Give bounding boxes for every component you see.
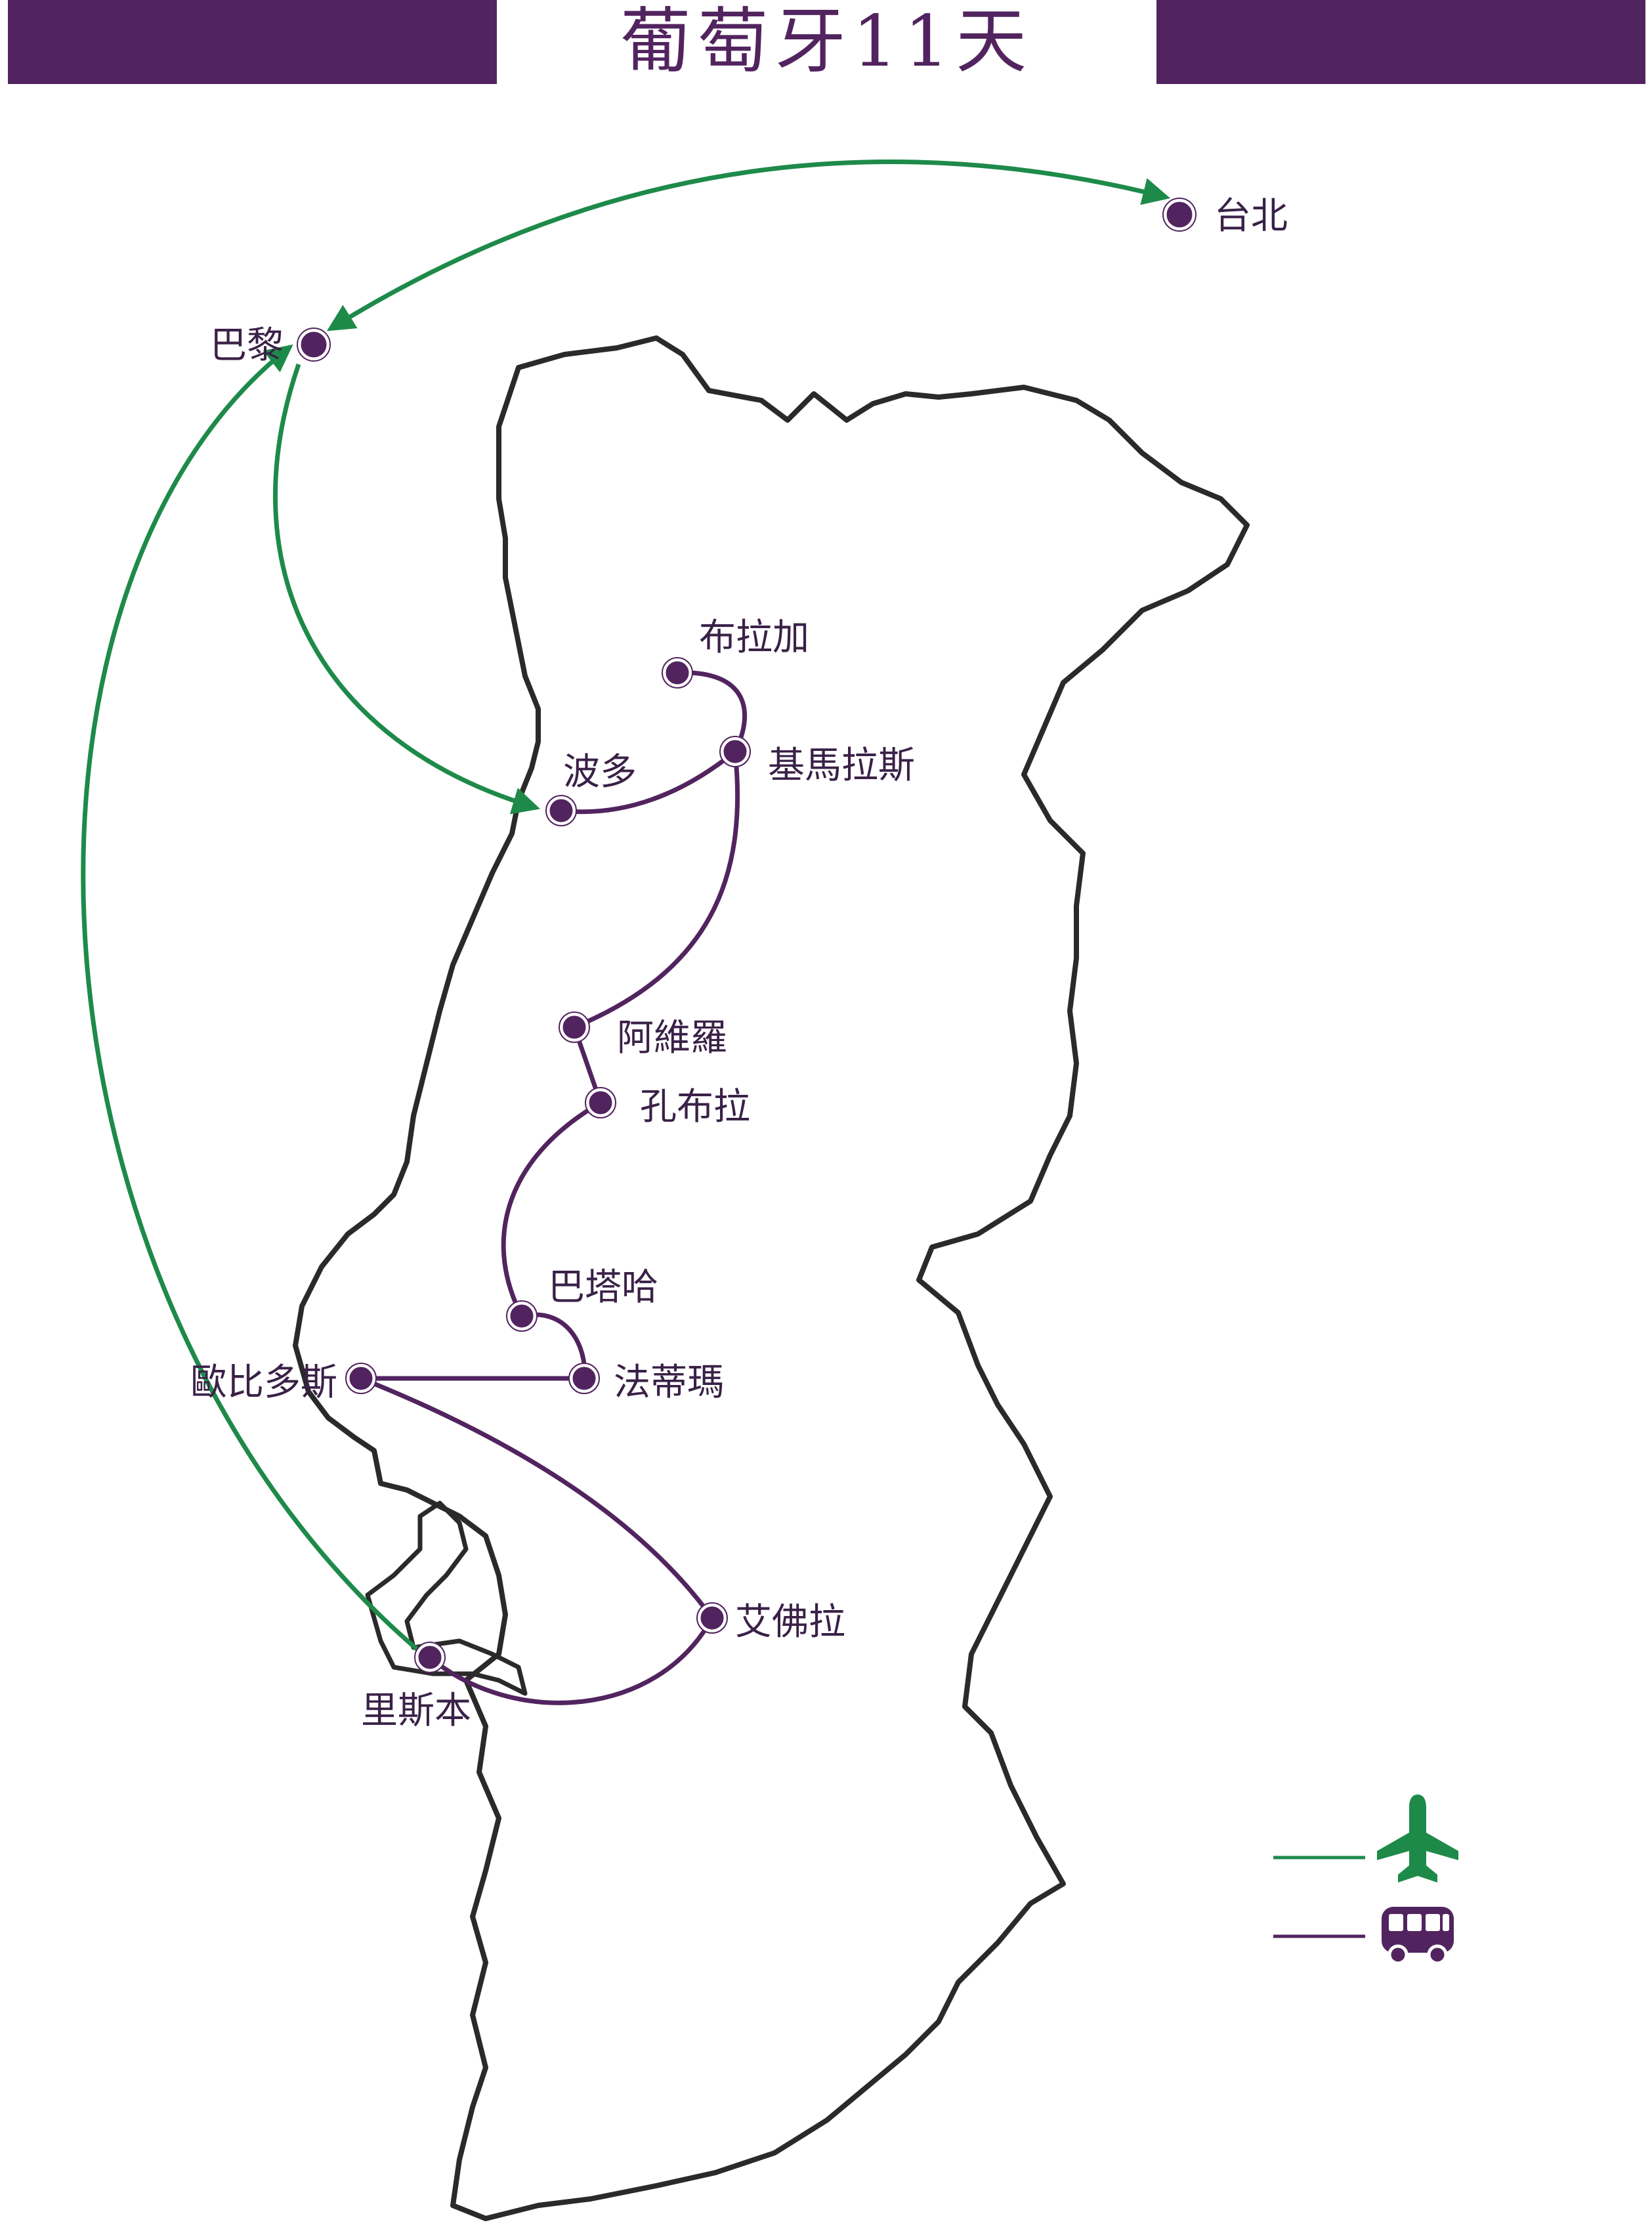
city-label-fatima: 法蒂瑪 bbox=[614, 1361, 724, 1404]
city-marker-evora bbox=[696, 1602, 728, 1634]
city-label-aveiro: 阿維羅 bbox=[617, 1017, 727, 1059]
city-marker-lisbon bbox=[414, 1642, 446, 1673]
bus-route-guimaraes-porto bbox=[561, 750, 737, 815]
city-label-evora: 艾佛拉 bbox=[735, 1601, 845, 1644]
city-marker-aveiro bbox=[559, 1011, 590, 1043]
bus-route-evora-lisbon bbox=[428, 1617, 715, 1705]
city-label-porto: 波多 bbox=[563, 751, 637, 794]
bus-icon bbox=[1382, 1907, 1454, 1965]
page-title: 葡萄牙11天 bbox=[620, 1, 1034, 83]
city-marker-fatima bbox=[568, 1363, 600, 1394]
city-marker-batalha bbox=[506, 1300, 538, 1332]
bus-routes bbox=[360, 670, 748, 1705]
bus-route-coimbra-batalha bbox=[501, 1100, 602, 1317]
bus-route-obidos-evora bbox=[360, 1376, 714, 1620]
airplane-icon bbox=[1377, 1795, 1458, 1882]
portugal-outline bbox=[293, 335, 1250, 2221]
legend bbox=[1273, 1795, 1458, 1965]
city-marker-taipei bbox=[1162, 198, 1197, 232]
city-label-obidos: 歐比多斯 bbox=[190, 1361, 337, 1404]
city-marker-obidos bbox=[345, 1363, 377, 1394]
flight-route-lisbon-paris bbox=[81, 344, 429, 1659]
bus-route-guimaraes-aveiro bbox=[573, 751, 740, 1030]
city-label-coimbra: 孔布拉 bbox=[640, 1086, 750, 1128]
city-label-guimaraes: 基馬拉斯 bbox=[768, 744, 915, 787]
city-label-batalha: 巴塔哈 bbox=[548, 1266, 658, 1309]
header-bar-left bbox=[8, 0, 497, 84]
city-marker-braga bbox=[662, 657, 693, 689]
city-label-lisbon: 里斯本 bbox=[361, 1690, 471, 1732]
city-markers bbox=[297, 198, 1197, 1673]
city-marker-paris bbox=[297, 328, 331, 362]
city-label-taipei: 台北 bbox=[1214, 195, 1288, 238]
flight-route-taipei-paris bbox=[326, 160, 1171, 331]
city-marker-guimaraes bbox=[719, 736, 751, 767]
flight-route-paris-porto bbox=[273, 363, 541, 815]
header-bar-right bbox=[1156, 0, 1645, 84]
city-label-braga: 布拉加 bbox=[699, 616, 809, 659]
city-marker-coimbra bbox=[585, 1087, 616, 1118]
city-marker-porto bbox=[545, 795, 577, 826]
city-labels: 台北 巴黎 布拉加 基馬拉斯 波多 阿維羅 孔布拉 巴塔哈 法蒂瑪 歐比多斯 艾… bbox=[190, 195, 1288, 1732]
bus-route-braga-guimaraes bbox=[675, 670, 748, 753]
city-label-paris: 巴黎 bbox=[210, 324, 284, 367]
